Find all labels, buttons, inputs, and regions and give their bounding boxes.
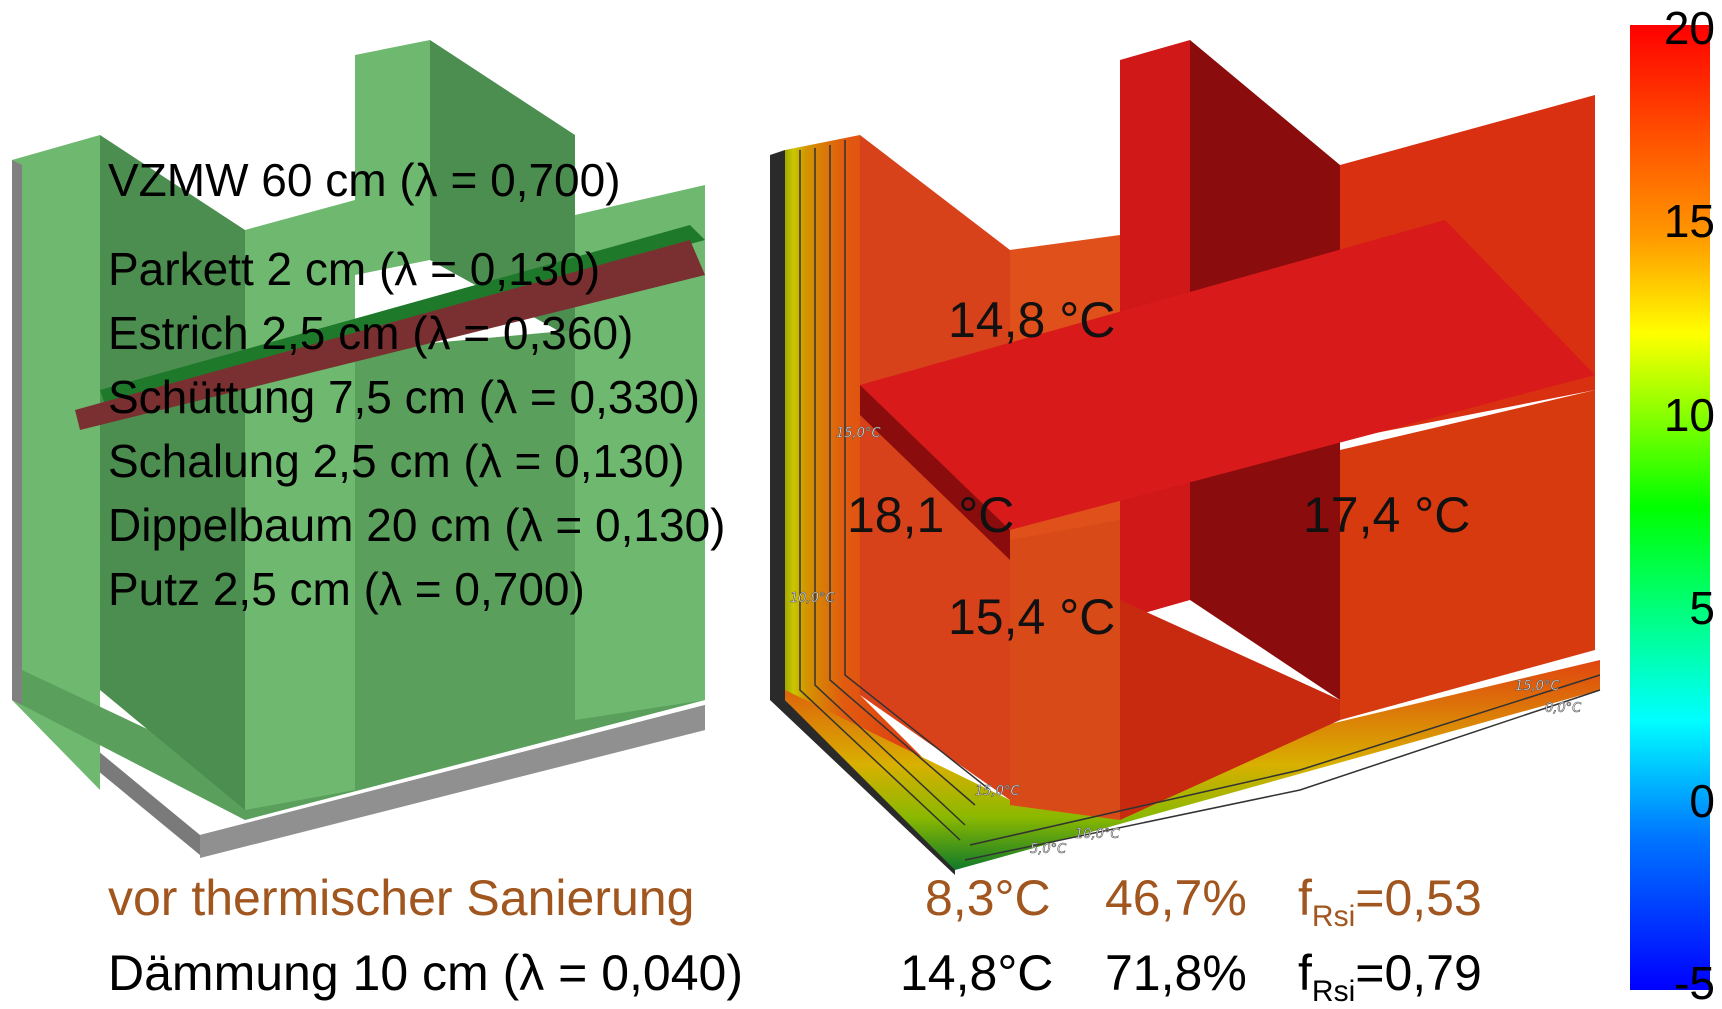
isotherm-line-6 — [969, 674, 1601, 846]
right-wall-face — [575, 185, 705, 720]
isotherm-line-3 — [829, 145, 976, 806]
layer-label: Dippelbaum 20 cm (λ = 0,130) — [108, 499, 726, 551]
outer-wall-gradient — [785, 135, 955, 860]
frsi-subscript: Rsi — [1311, 975, 1356, 1008]
result-frsi-after: fRsi=0,79 — [1298, 948, 1482, 1007]
result-row-before: vor thermischer Sanierung — [108, 873, 694, 923]
surface-temp-label: 18,1 °C — [847, 487, 1015, 543]
middle-block — [355, 330, 575, 790]
isotherm-label-2: 10,0°C — [790, 591, 835, 606]
lower-mid-shadow — [1120, 600, 1340, 820]
isotherm-label-7: 0,0°C — [1545, 701, 1582, 716]
parquet-layer — [100, 225, 705, 405]
result-row-after: Dämmung 10 cm (λ = 0,040) — [108, 948, 743, 998]
colorbar-tick: 20 — [1663, 2, 1715, 54]
isotherm-label-3: 15,0°C — [975, 784, 1020, 799]
beam-top — [860, 220, 1595, 530]
result-label: vor thermischer Sanierung — [108, 870, 695, 926]
isotherm-label-1: 15,0°C — [836, 426, 881, 441]
screed-layer — [75, 240, 705, 430]
left-wall-edge — [12, 160, 22, 705]
layer-label: Schalung 2,5 cm (λ = 0,130) — [108, 435, 685, 487]
colorbar-tick: 10 — [1663, 389, 1715, 441]
beam-side — [860, 385, 1010, 560]
result-label: Dämmung 10 cm (λ = 0,040) — [108, 945, 743, 1001]
surface-temp-label: 17,4 °C — [1303, 487, 1471, 543]
tall-pillar-side — [430, 40, 575, 340]
frsi-value: =0,79 — [1355, 945, 1482, 1001]
tall-pillar-front — [355, 40, 430, 275]
result-humidity-after: 71,8% — [1105, 945, 1247, 1001]
result-temp-before: 8,3°C — [925, 870, 1051, 926]
surface-temp-label: 14,8 °C — [948, 292, 1116, 348]
layer-label: Parkett 2 cm (λ = 0,130) — [108, 243, 601, 295]
floor-slab — [22, 660, 705, 820]
isotherm-line-2 — [814, 148, 966, 826]
colorbar-tick: -5 — [1674, 957, 1715, 1009]
lower-left-block — [1010, 520, 1120, 820]
colorbar-tick: 15 — [1663, 195, 1715, 247]
frsi-prefix: f — [1298, 870, 1312, 926]
isotherm-label-4: 10,0°C — [1075, 827, 1120, 842]
isotherm-line-5 — [964, 689, 1601, 861]
isotherm-line-1 — [799, 150, 961, 841]
isotherm-label-6: 15,0°C — [1515, 679, 1560, 694]
isotherm-line-4 — [844, 140, 991, 791]
left-back-wall — [12, 135, 100, 790]
surface-temp-label: 15,4 °C — [948, 589, 1116, 645]
result-temp-after: 14,8°C — [900, 945, 1054, 1001]
colorbar-tick: 0 — [1689, 775, 1715, 827]
layer-label: VZMW 60 cm (λ = 0,700) — [108, 154, 621, 206]
layer-label: Estrich 2,5 cm (λ = 0,360) — [108, 307, 634, 359]
lower-right-block — [1340, 390, 1595, 720]
result-frsi-before: fRsi=0,53 — [1298, 873, 1482, 932]
frsi-value: =0,53 — [1355, 870, 1482, 926]
base-slab-front — [200, 705, 705, 858]
layer-label: Putz 2,5 cm (λ = 0,700) — [108, 563, 585, 615]
result-humidity-before: 46,7% — [1105, 870, 1247, 926]
geometry-model — [12, 40, 705, 858]
isotherm-label-5: 5,0°C — [1030, 842, 1067, 857]
layer-label: Schüttung 7,5 cm (λ = 0,330) — [108, 371, 700, 423]
inner-wall-back — [100, 135, 245, 810]
colorbar — [1630, 25, 1710, 990]
colorbar-tick: 5 — [1689, 582, 1715, 634]
frsi-prefix: f — [1298, 945, 1312, 1001]
frsi-subscript: Rsi — [1311, 900, 1356, 933]
thermal-model: 15,0°C 10,0°C 15,0°C 10,0°C 5,0°C 15,0°C… — [770, 40, 1601, 875]
